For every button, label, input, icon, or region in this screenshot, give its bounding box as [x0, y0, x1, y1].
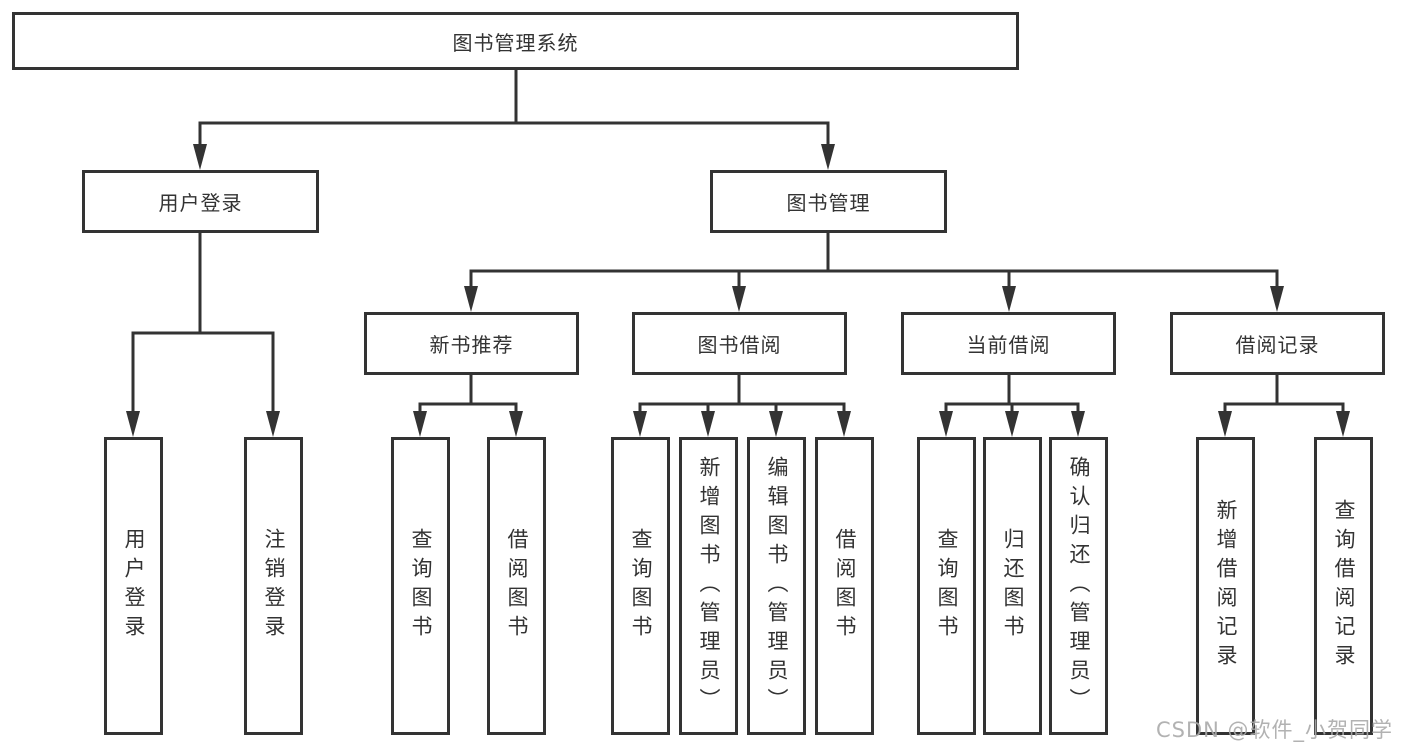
leaf-query-books-current: 查询图书	[917, 437, 976, 735]
node-current-borrow: 当前借阅	[901, 312, 1116, 375]
leaf-confirm-return-admin: 确认归还（管理员）	[1049, 437, 1108, 735]
leaf-borrow-books-recommend: 借阅图书	[487, 437, 546, 735]
leaf-return-book: 归还图书	[983, 437, 1042, 735]
node-new-book-recommend: 新书推荐	[364, 312, 579, 375]
node-borrow-records: 借阅记录	[1170, 312, 1385, 375]
leaf-query-books-borrow: 查询图书	[611, 437, 670, 735]
leaf-borrow-books: 借阅图书	[815, 437, 874, 735]
leaf-add-book-admin: 新增图书（管理员）	[679, 437, 738, 735]
node-user-login-group: 用户登录	[82, 170, 319, 233]
node-book-management: 图书管理	[710, 170, 947, 233]
leaf-query-books-recommend: 查询图书	[391, 437, 450, 735]
csdn-watermark: CSDN @软件_小贺同学	[1156, 718, 1394, 742]
leaf-edit-book-admin: 编辑图书（管理员）	[747, 437, 806, 735]
node-book-borrow: 图书借阅	[632, 312, 847, 375]
leaf-add-borrow-record: 新增借阅记录	[1196, 437, 1255, 735]
arrowheads	[126, 144, 1350, 437]
leaf-logout: 注销登录	[244, 437, 303, 735]
leaf-query-borrow-record: 查询借阅记录	[1314, 437, 1373, 735]
leaf-user-login: 用户登录	[104, 437, 163, 735]
node-root-library-system: 图书管理系统	[12, 12, 1019, 70]
